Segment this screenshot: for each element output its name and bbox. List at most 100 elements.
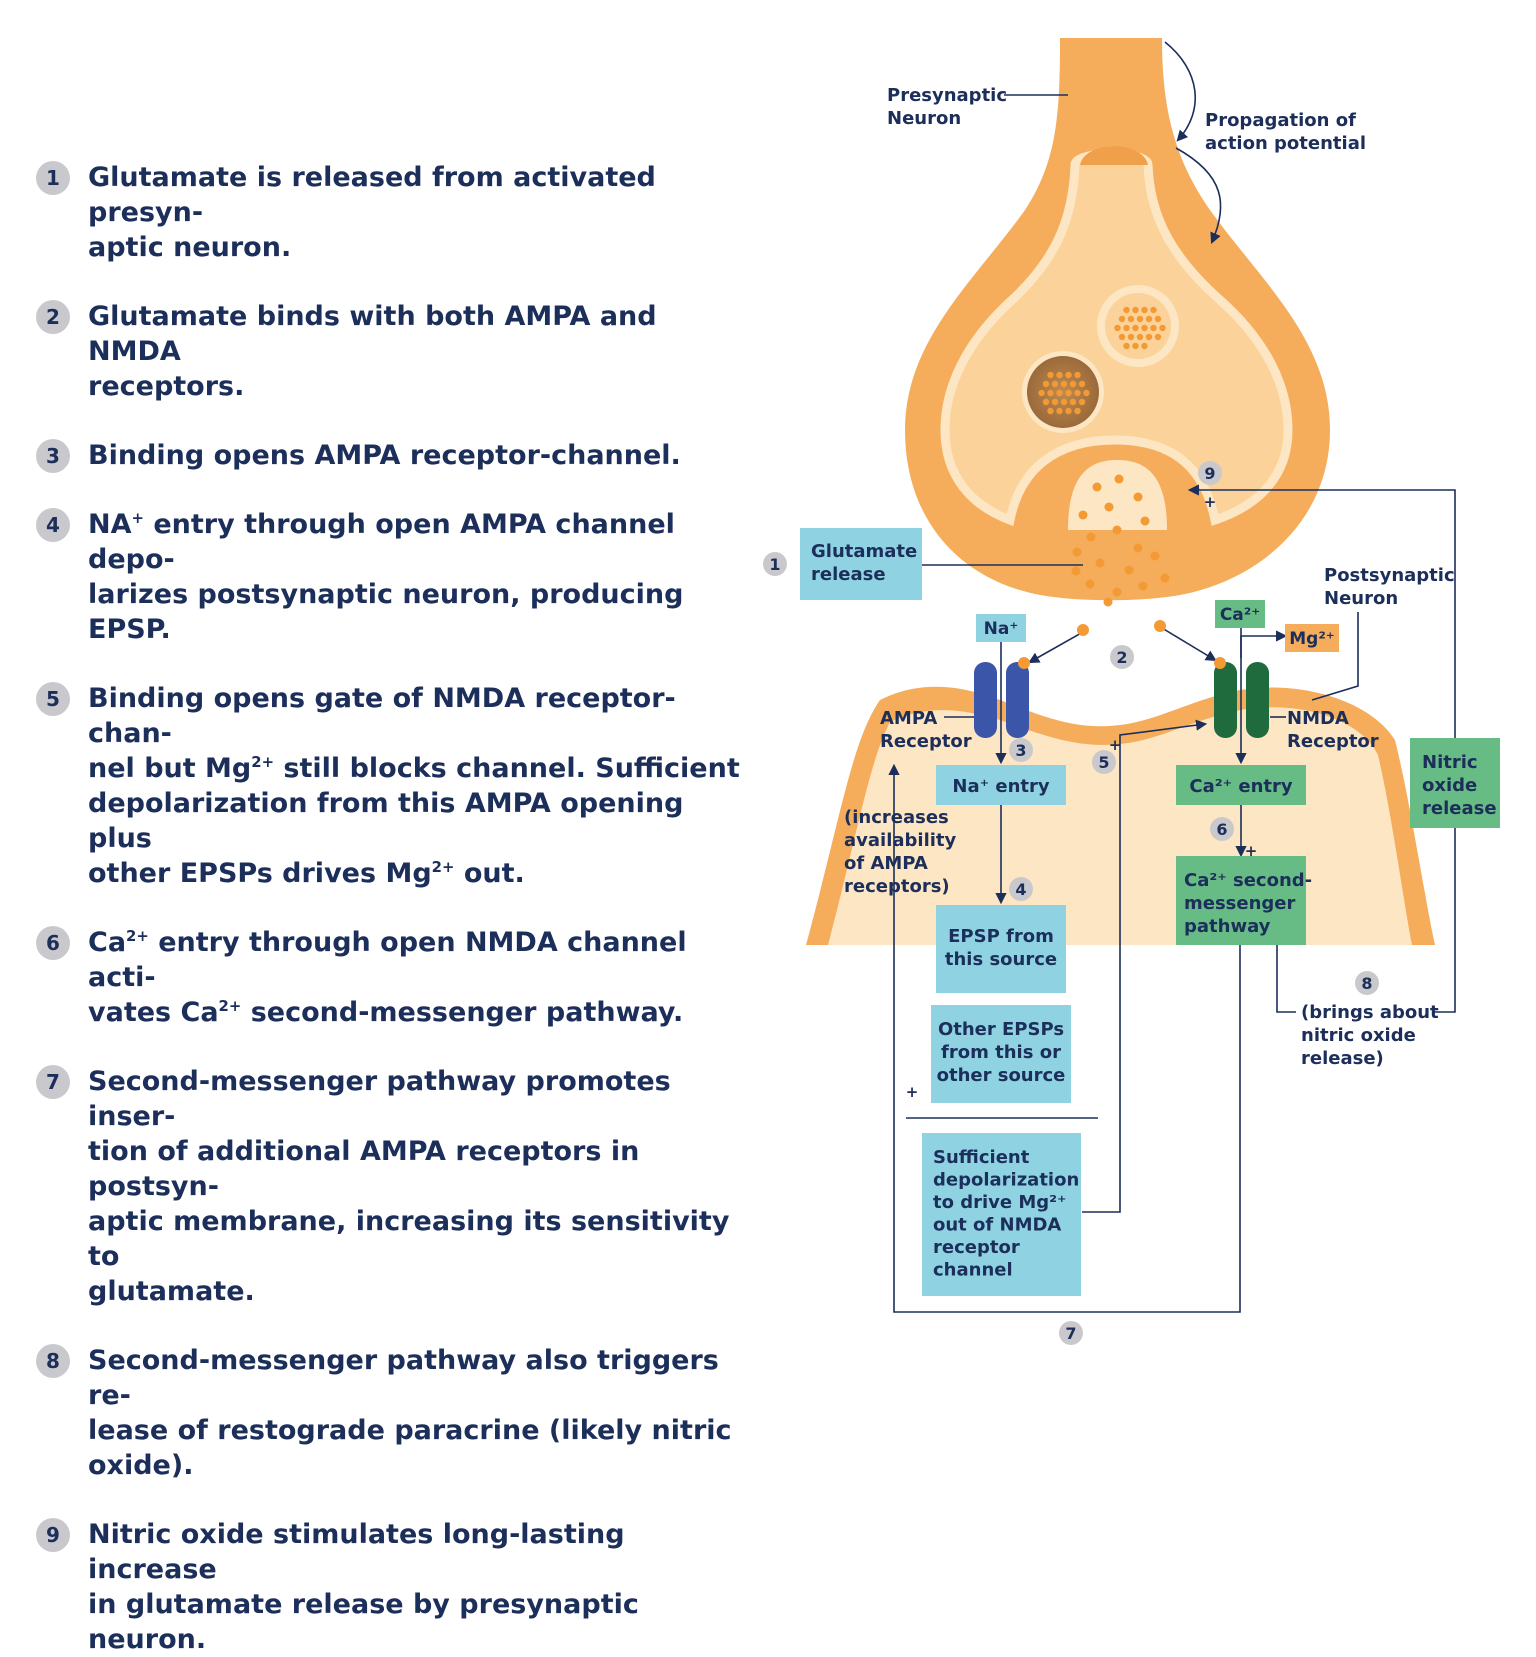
step-text-line: vates Ca2+ second-messenger pathway.: [88, 997, 684, 1028]
diagram-step-badge: [1355, 971, 1379, 995]
step-text-line: Binding opens AMPA receptor-channel.: [88, 440, 681, 471]
presynaptic-cap: [1080, 146, 1148, 165]
vesicle-dot: [1051, 380, 1059, 388]
step-number-badge: 7: [36, 1065, 70, 1099]
glutamate-dot: [1160, 573, 1170, 583]
sufficient-label: channel: [933, 1260, 1013, 1281]
vesicle-dot: [1074, 407, 1081, 415]
sufficient-label: to drive Mg²⁺: [933, 1192, 1067, 1213]
ca-ion-label: Ca²⁺: [1220, 605, 1260, 625]
diagram-step-badge: [1198, 461, 1222, 485]
nmda-receptor-label: NMDA: [1287, 708, 1349, 729]
step-text-line: Nitric oxide stimulates long-lasting inc…: [88, 1519, 625, 1585]
vesicle-dot: [1078, 398, 1086, 406]
increases-label: receptors): [844, 876, 950, 897]
other-epsps-box: [931, 1005, 1071, 1103]
propagation-label: action potential: [1205, 133, 1366, 154]
glutamate-dot: [1071, 566, 1081, 576]
other-epsps-label: Other EPSPs: [938, 1019, 1064, 1040]
vesicle-dot: [1065, 371, 1072, 379]
plus-sign: +: [1204, 493, 1217, 511]
vesicle-dot: [1056, 371, 1063, 379]
step-number-badge: 6: [36, 926, 70, 960]
glutamate-dot: [1086, 532, 1096, 542]
step-2: 2 Glutamate binds with both AMPA and NMDA…: [36, 299, 756, 404]
glutamate-dot: [1103, 597, 1113, 607]
step-text-line: NA+ entry through open AMPA channel depo…: [88, 509, 675, 575]
increases-label: of AMPA: [844, 853, 928, 874]
vesicle-dot: [1118, 315, 1126, 323]
glutamate-dot: [1140, 516, 1150, 526]
bound-glutamate-nmda: [1214, 657, 1226, 669]
glutamate-dot: [1150, 551, 1160, 561]
glutamate-dot: [1072, 547, 1082, 557]
epsp-source-box: [936, 905, 1066, 993]
step-text-line: receptors.: [88, 371, 245, 402]
vesicle-dot: [1074, 371, 1081, 379]
vesicle-dot: [1078, 380, 1086, 388]
step-text-line: oxide).: [88, 1450, 194, 1481]
ca-pathway-box: [1176, 856, 1306, 945]
step-text-line: Glutamate is released from activated pre…: [88, 162, 656, 228]
glutamate-dot: [1112, 525, 1122, 535]
increases-label: availability: [844, 830, 957, 851]
vesicle-dot: [1123, 324, 1130, 332]
diagram-step-badge: [763, 552, 787, 576]
glutamate-dot: [1085, 579, 1095, 589]
step-text-line: other EPSPs drives Mg2+ out.: [88, 858, 525, 889]
vesicle-dot: [1141, 324, 1148, 332]
epsp-source-label: this source: [945, 949, 1057, 970]
vesicle-left-core: [1027, 356, 1099, 428]
step-number-badge: 3: [36, 439, 70, 473]
plus-sign: +: [1109, 736, 1122, 754]
ca-pathway-label: Ca²⁺ second-: [1184, 870, 1312, 891]
step-number-badge: 4: [36, 508, 70, 542]
diagram-step-badge-number: 6: [1216, 820, 1227, 839]
vesicle-dot: [1132, 306, 1139, 314]
na-entry-box: [936, 765, 1066, 805]
diagram-step-badge: [1110, 645, 1134, 669]
plus-sign: +: [906, 1083, 919, 1101]
postsynaptic-label: Neuron: [1324, 588, 1398, 609]
vesicle-dot: [1127, 333, 1135, 341]
ampa-receptor: [974, 662, 1029, 738]
diagram-step-badge-number: 8: [1361, 974, 1372, 993]
vesicle-dot: [1114, 324, 1121, 332]
vesicle-dot: [1042, 398, 1050, 406]
release-zone: [1068, 460, 1167, 530]
step-text-line: Glutamate binds with both AMPA and NMDA: [88, 301, 657, 367]
postsynaptic-label: Postsynaptic: [1324, 565, 1455, 586]
diagram-step-badge-number: 3: [1015, 741, 1026, 760]
vesicle-dot: [1042, 380, 1050, 388]
ca-entry-label: Ca²⁺ entry: [1189, 776, 1293, 797]
sufficient-label: receptor: [933, 1237, 1020, 1258]
na-ion-label: Na⁺: [984, 619, 1019, 639]
vesicle-dot: [1065, 407, 1072, 415]
step-number-badge: 5: [36, 682, 70, 716]
step-text-line: larizes postsynaptic neuron, producing E…: [88, 579, 684, 645]
step-text-line: lease of restograde paracrine (likely ni…: [88, 1415, 732, 1446]
diagram-step-badge: [1059, 1321, 1083, 1345]
increases-label: (increases: [844, 807, 949, 828]
vesicle-dot: [1141, 306, 1148, 314]
step-4: 4 NA+ entry through open AMPA channel dep…: [36, 507, 756, 647]
glutamate-dot: [1104, 502, 1114, 512]
vesicle-dot: [1047, 389, 1054, 397]
glutamate-dot: [1133, 543, 1143, 553]
glutamate-dot: [1124, 565, 1134, 575]
step-number-badge: 8: [36, 1344, 70, 1378]
bound-glutamate-ampa: [1018, 657, 1030, 669]
vesicle-dot: [1056, 407, 1063, 415]
vesicle-dot: [1127, 315, 1135, 323]
vesicle-dot: [1047, 371, 1054, 379]
vesicle-dot: [1060, 380, 1068, 388]
step-text-line: Ca2+ entry through open NMDA channel act…: [88, 927, 687, 993]
step-number-badge: 2: [36, 300, 70, 334]
vesicle-dot: [1047, 407, 1054, 415]
glutamate-dot: [1112, 587, 1122, 597]
vesicle-dot: [1060, 398, 1068, 406]
step-number-badge: 1: [36, 161, 70, 195]
